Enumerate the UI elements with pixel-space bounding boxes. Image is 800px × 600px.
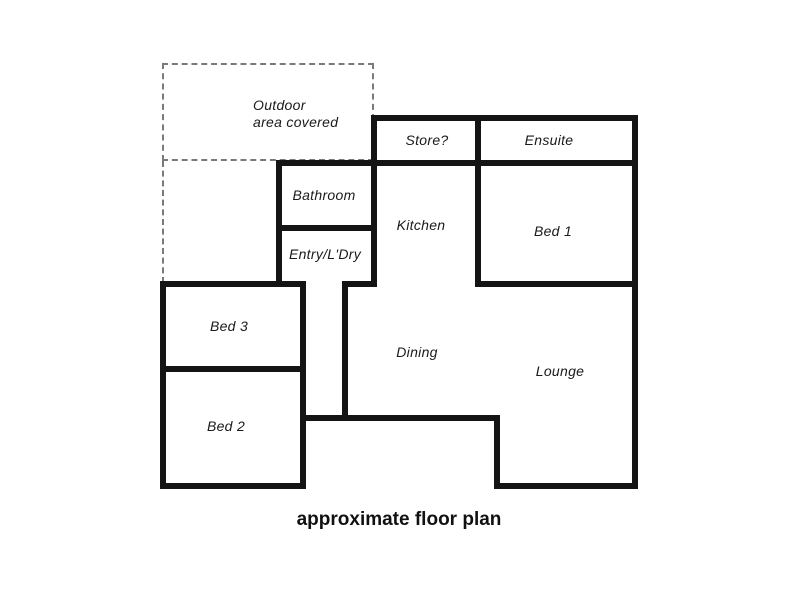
room-label-kitchen: Kitchen	[396, 217, 446, 233]
wall-store-ensuite-divider	[475, 115, 481, 166]
room-label-bed2: Bed 2	[206, 418, 246, 434]
outdoor-area-outline	[162, 63, 374, 161]
room-label-bed1: Bed 1	[533, 223, 573, 239]
wall-bed1-bottom	[475, 281, 638, 287]
room-label-bed3: Bed 3	[209, 318, 249, 334]
room-label-dining: Dining	[396, 344, 438, 360]
room-label-outdoor: Outdoor area covered	[253, 97, 338, 131]
wall-beds-right	[300, 281, 306, 489]
wall-bathroom-left	[276, 160, 282, 287]
wall-lounge-bottom	[494, 483, 638, 489]
wall-top-outer	[371, 115, 638, 121]
wall-right-outer	[632, 115, 638, 489]
room-label-store: Store?	[405, 132, 449, 148]
wall-upper-horizontal	[276, 160, 638, 166]
wall-kitchen-left	[371, 115, 377, 287]
room-label-outdoor-line2: area covered	[253, 114, 339, 130]
room-label-outdoor-line1: Outdoor	[253, 97, 306, 113]
wall-entry-bottom	[342, 281, 377, 287]
wall-bed3-bed2-divider	[160, 366, 306, 372]
wall-lounge-step	[494, 415, 500, 489]
wall-bed3-top	[160, 281, 306, 287]
room-label-bathroom: Bathroom	[292, 187, 356, 203]
plan-caption: approximate floor plan	[296, 509, 502, 530]
room-label-entry: Entry/L'Dry	[288, 246, 362, 262]
wall-bathroom-entry-divider	[276, 225, 377, 231]
wall-bed1-left	[475, 160, 481, 287]
room-label-lounge: Lounge	[535, 363, 585, 379]
wall-beds-left	[160, 281, 166, 489]
wall-dining-left	[342, 281, 348, 421]
room-label-ensuite: Ensuite	[524, 132, 574, 148]
wall-bed2-bottom	[160, 483, 306, 489]
wall-dining-bottom	[303, 415, 500, 421]
outdoor-area-left-extension-line	[162, 161, 164, 283]
